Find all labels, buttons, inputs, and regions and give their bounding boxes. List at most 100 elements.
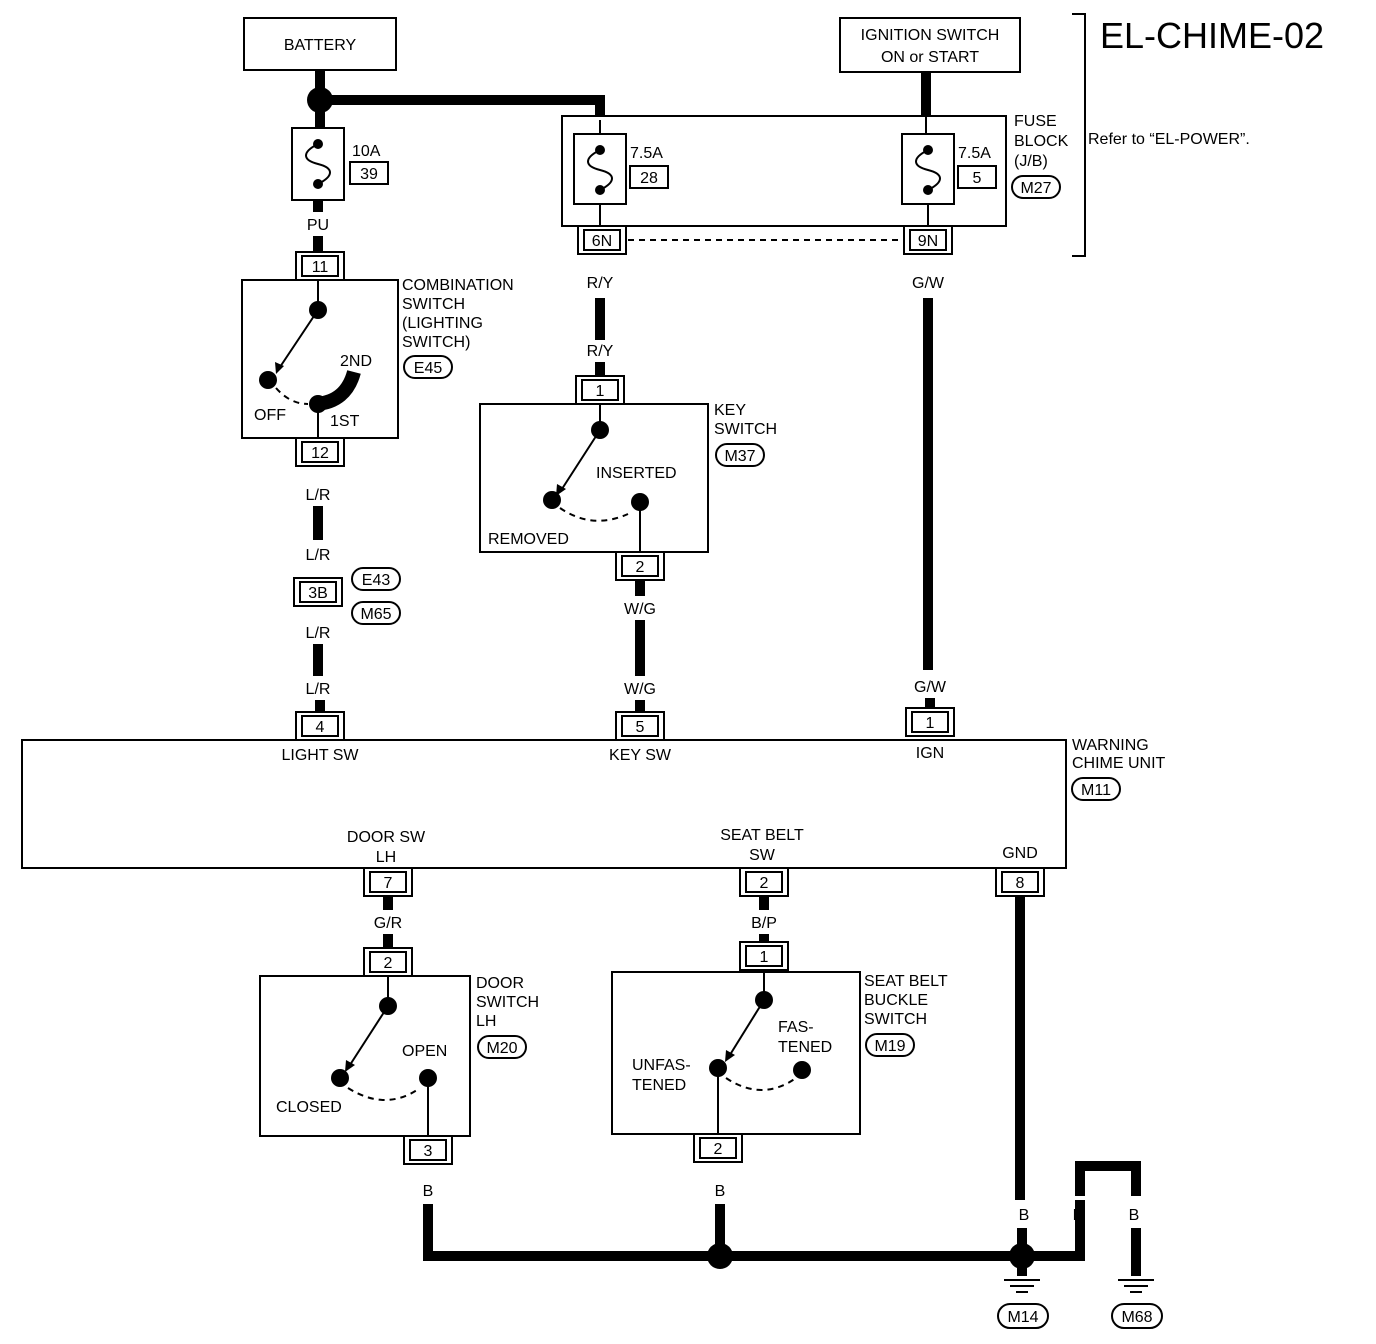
comb-connector: E45 [414,360,443,377]
joint-connector-e43: E43 [362,572,391,589]
wire-ry-bottom: R/Y [587,343,614,360]
fuse-39-amp: 10A [352,143,381,160]
terminal-wcu-2: 2 [760,875,769,892]
comb-label-1: COMBINATION [402,277,514,294]
wire-gr: G/R [374,915,402,932]
wcu-connector: M11 [1081,782,1111,799]
wire-b-door: B [423,1183,434,1200]
belt-fastened-label-2: TENED [778,1039,832,1056]
wire-lr-3: L/R [306,625,331,642]
comb-label-3: (LIGHTING [402,315,483,332]
joint-connector-m65: M65 [360,606,391,623]
door-switch-connector: M20 [486,1040,517,1057]
belt-switch-connector: M19 [874,1038,905,1055]
wcu-label-2: CHIME UNIT [1072,755,1166,772]
wire-b-m68: B [1129,1207,1140,1224]
wire-b-jumper: B [1073,1207,1084,1224]
wire-lr-2: L/R [306,547,331,564]
terminal-comb-11: 11 [312,259,329,276]
terminal-key-1: 1 [596,383,605,400]
wire-b-gnd-2: B [1019,1207,1030,1224]
ground-m14: M14 [1007,1309,1038,1326]
door-switch-label-1: DOOR [476,975,524,992]
fuse-block-bracket [1072,13,1086,257]
door-switch [259,975,471,1137]
wcu-light-sw: LIGHT SW [281,747,359,764]
fuse-5-amp: 7.5A [958,145,991,162]
terminal-3b: 3B [308,585,328,602]
key-switch-connector: M37 [724,448,755,465]
fuse-39-number: 39 [360,166,378,183]
terminal-wcu-7: 7 [384,875,393,892]
diagram-title: EL-CHIME-02 [1100,15,1324,56]
door-closed-label: CLOSED [276,1099,342,1116]
wcu-door-sw-2: LH [376,849,396,866]
fuse-5-number: 5 [973,170,982,187]
ignition-switch-line1: IGNITION SWITCH [861,27,1000,44]
terminal-wcu-4: 4 [316,719,325,736]
battery-label: BATTERY [284,37,357,54]
wcu-belt-sw-1: SEAT BELT [720,827,804,844]
comb-pos-off: OFF [254,407,286,424]
fuse-block-line1: FUSE [1014,113,1057,130]
door-switch-label-2: SWITCH [476,994,539,1011]
terminal-belt-2: 2 [714,1141,723,1158]
belt-switch-label-2: BUCKLE [864,992,928,1009]
comb-label-4: SWITCH) [402,334,470,351]
belt-switch-label-1: SEAT BELT [864,973,948,990]
door-open-label: OPEN [402,1043,447,1060]
fuse-block-line2: BLOCK [1014,133,1069,150]
ground-icon-m68 [1118,1279,1154,1293]
ground-icon-m14 [1004,1279,1040,1293]
terminal-belt-1: 1 [760,949,769,966]
belt-unfastened-label-2: TENED [632,1077,686,1094]
wire-ry-top: R/Y [587,275,614,292]
terminal-comb-12: 12 [311,445,329,462]
wire-b-gnd-1: B [1015,913,1026,930]
seat-belt-buckle-switch [611,971,861,1135]
wcu-ign: IGN [916,745,944,762]
ground-m68: M68 [1121,1309,1152,1326]
terminal-door-2: 2 [384,955,393,972]
ground-splice-dot [707,1243,733,1269]
terminal-wcu-1: 1 [926,715,935,732]
wcu-key-sw: KEY SW [609,747,672,764]
wire-wg-2: W/G [624,681,656,698]
wire-bp: B/P [751,915,777,932]
key-switch-label-1: KEY [714,402,746,419]
fuse-28-number: 28 [640,170,658,187]
fuse-block-line3: (J/B) [1014,153,1048,170]
key-removed-label: REMOVED [488,531,569,548]
ignition-switch-line2: ON or START [881,49,979,66]
wire-pu: PU [307,217,329,234]
wcu-belt-sw-2: SW [749,847,776,864]
terminal-key-2: 2 [636,559,645,576]
belt-switch-label-3: SWITCH [864,1011,927,1028]
wire-gw-bottom: G/W [914,679,947,696]
fuse-28-amp: 7.5A [630,145,663,162]
terminal-door-3: 3 [424,1143,433,1160]
terminal-6n: 6N [592,233,612,250]
warning-chime-unit [21,739,1067,869]
wire-lr-4: L/R [306,681,331,698]
wcu-door-sw-1: DOOR SW [347,829,426,846]
ignition-switch-box [839,17,1021,73]
battery-box [243,17,397,71]
key-switch-label-2: SWITCH [714,421,777,438]
door-switch-label-3: LH [476,1013,496,1030]
terminal-wcu-5: 5 [636,719,645,736]
terminal-wcu-8: 8 [1016,875,1025,892]
terminal-9n: 9N [918,233,938,250]
fuse-block-connector: M27 [1020,180,1051,197]
wcu-gnd: GND [1002,845,1038,862]
belt-unfastened-label-1: UNFAS- [632,1057,691,1074]
refer-note: Refer to “EL-POWER”. [1088,131,1250,148]
wire-gw-top: G/W [912,275,945,292]
comb-pos-2nd: 2ND [340,353,372,370]
wire-lr-1: L/R [306,487,331,504]
comb-label-2: SWITCH [402,296,465,313]
wire-wg-1: W/G [624,601,656,618]
wcu-label-1: WARNING [1072,737,1149,754]
key-inserted-label: INSERTED [596,465,677,482]
